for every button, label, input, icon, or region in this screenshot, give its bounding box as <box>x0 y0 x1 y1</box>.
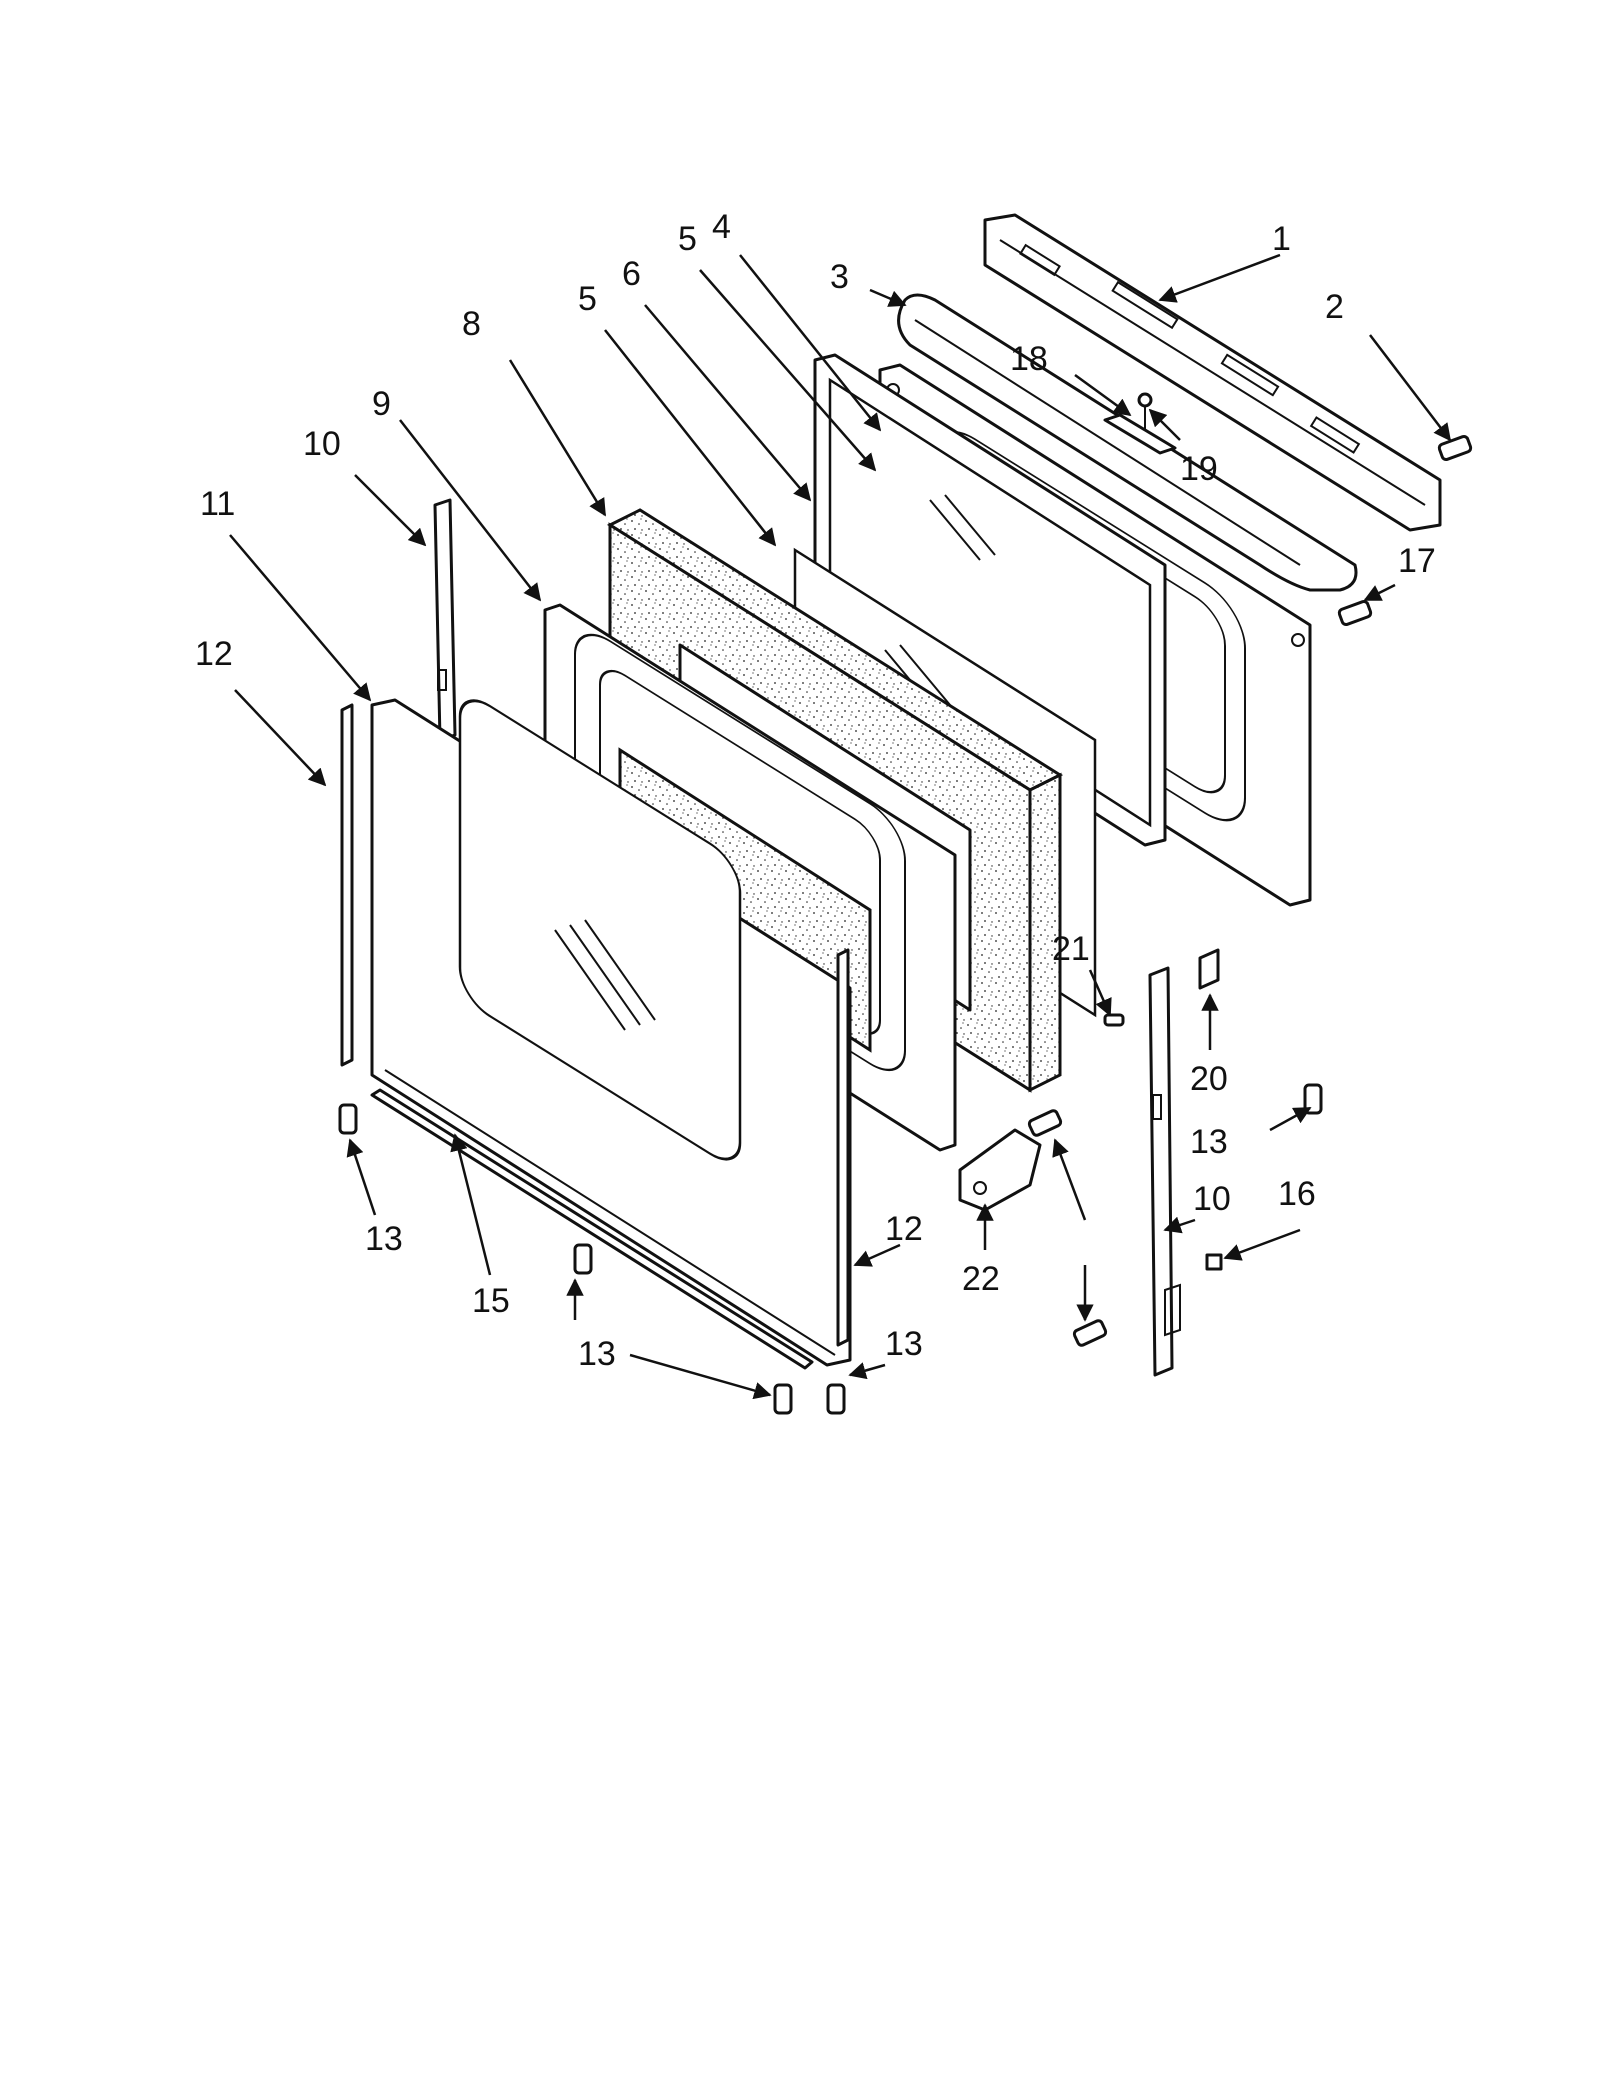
hinge-channel-left <box>433 498 457 742</box>
callout-1: 1 <box>1272 220 1291 258</box>
callout-5-rear: 5 <box>678 220 697 258</box>
small-screw-20 <box>1103 1013 1125 1027</box>
callout-12-left: 12 <box>195 635 233 673</box>
screws-13 <box>338 1083 1323 1415</box>
outer-door-panel <box>370 698 852 1367</box>
callout-3: 3 <box>830 258 849 296</box>
screw-22 <box>1027 1109 1108 1347</box>
control-panel-trim <box>983 213 1442 532</box>
vent-trim <box>897 293 1358 592</box>
side-trim-left <box>340 703 354 1067</box>
callout-20: 21 <box>1052 930 1090 968</box>
small-clip-19 <box>1198 948 1220 990</box>
callout-12-right: 12 <box>885 1210 923 1248</box>
callout-17: 18 <box>1010 340 1048 378</box>
screw-16 <box>1337 599 1373 627</box>
callout-9: 9 <box>372 385 391 423</box>
callout-19: 20 <box>1190 1060 1228 1098</box>
callout-13-left: 13 <box>365 1220 403 1258</box>
small-clip-15 <box>1205 1253 1223 1271</box>
callout-18: 19 <box>1180 450 1218 488</box>
bottom-trim <box>370 1088 814 1370</box>
callout-2: 2 <box>1325 288 1344 326</box>
callout-10-right: 10 <box>1193 1180 1231 1218</box>
callout-4: 4 <box>712 208 731 246</box>
screw-2 <box>1437 434 1473 462</box>
callout-14: 15 <box>472 1282 510 1320</box>
callout-6: 6 <box>622 255 641 293</box>
callout-labels: 1 2 3 4 5 6 5 8 9 10 11 12 18 19 17 21 2… <box>195 208 1436 1373</box>
callout-15: 16 <box>1278 1175 1316 1213</box>
leader-lines <box>229 253 1452 1400</box>
callout-13-bottom-right: 13 <box>885 1325 923 1363</box>
callout-13-bottom: 13 <box>578 1335 616 1373</box>
callout-10-left: 10 <box>303 425 341 463</box>
latch-bracket <box>1103 392 1177 455</box>
hinge-channel-right <box>1148 966 1181 1377</box>
callout-16: 17 <box>1398 542 1436 580</box>
callout-21: 22 <box>962 1260 1000 1298</box>
callout-13-right: 13 <box>1190 1123 1228 1161</box>
callout-11: 11 <box>200 485 235 523</box>
callout-5-front: 5 <box>578 280 597 318</box>
callout-8: 8 <box>462 305 481 343</box>
side-trim-right <box>836 948 850 1347</box>
hinge-bracket <box>958 1128 1042 1212</box>
